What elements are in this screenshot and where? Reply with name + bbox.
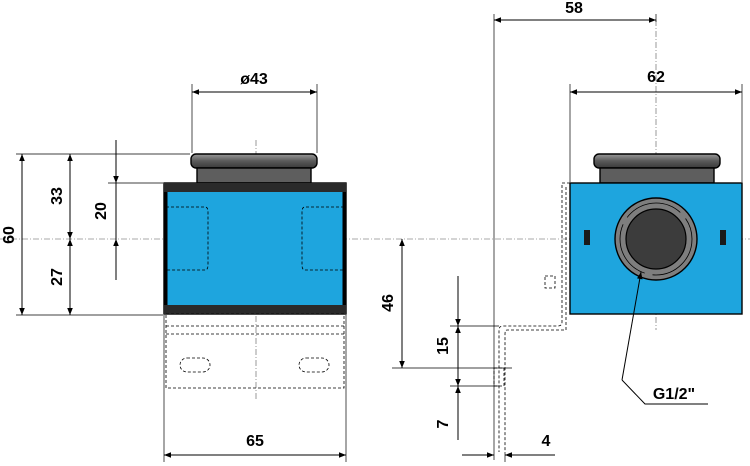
callout-leader — [621, 271, 643, 381]
dim-slot-height-label: 7 — [435, 419, 452, 428]
side-slot-left — [584, 230, 590, 245]
side-bracket-profile — [498, 182, 570, 452]
front-slot-right — [298, 357, 330, 373]
front-body — [163, 182, 347, 315]
front-top-band — [164, 183, 346, 192]
dim-coil-offset-label: 20 — [93, 202, 110, 220]
dim-bracket-height-label: 15 — [435, 337, 452, 355]
front-bracket-hidden — [165, 313, 345, 389]
front-cap-ring — [190, 153, 318, 169]
side-view: 58 62 46 15 7 4 G1/2" — [380, 0, 743, 462]
front-slot-left — [179, 357, 211, 373]
callout-leader-bend — [621, 379, 708, 405]
front-bottom-band — [164, 305, 346, 314]
side-cap-ring — [593, 153, 721, 169]
dim-mount-height-label: 46 — [380, 294, 397, 312]
port-thread-callout: G1/2" — [653, 386, 695, 403]
dim-overall-height-label: 60 — [1, 226, 18, 244]
dim-cap-diameter-label: ø43 — [240, 71, 268, 88]
side-slot-right — [720, 230, 726, 245]
side-bracket-profile-inner — [504, 187, 567, 452]
front-view: ø43 65 60 33 27 20 — [0, 71, 750, 462]
dim-side-center-offset-label: 58 — [565, 0, 583, 17]
dim-bracket-thickness-label: 4 — [542, 433, 551, 450]
front-coil-profile — [166, 206, 344, 271]
side-cap-base — [599, 167, 715, 184]
port-core — [625, 208, 687, 270]
side-bracket-hole — [544, 275, 556, 289]
front-cap-base — [196, 167, 312, 184]
dim-upper-height-label: 33 — [49, 187, 66, 205]
dim-side-width-label: 62 — [647, 69, 665, 86]
port-thread-circle — [619, 202, 693, 276]
dim-body-width-label: 65 — [246, 433, 264, 450]
dim-lower-height-label: 27 — [49, 268, 66, 286]
